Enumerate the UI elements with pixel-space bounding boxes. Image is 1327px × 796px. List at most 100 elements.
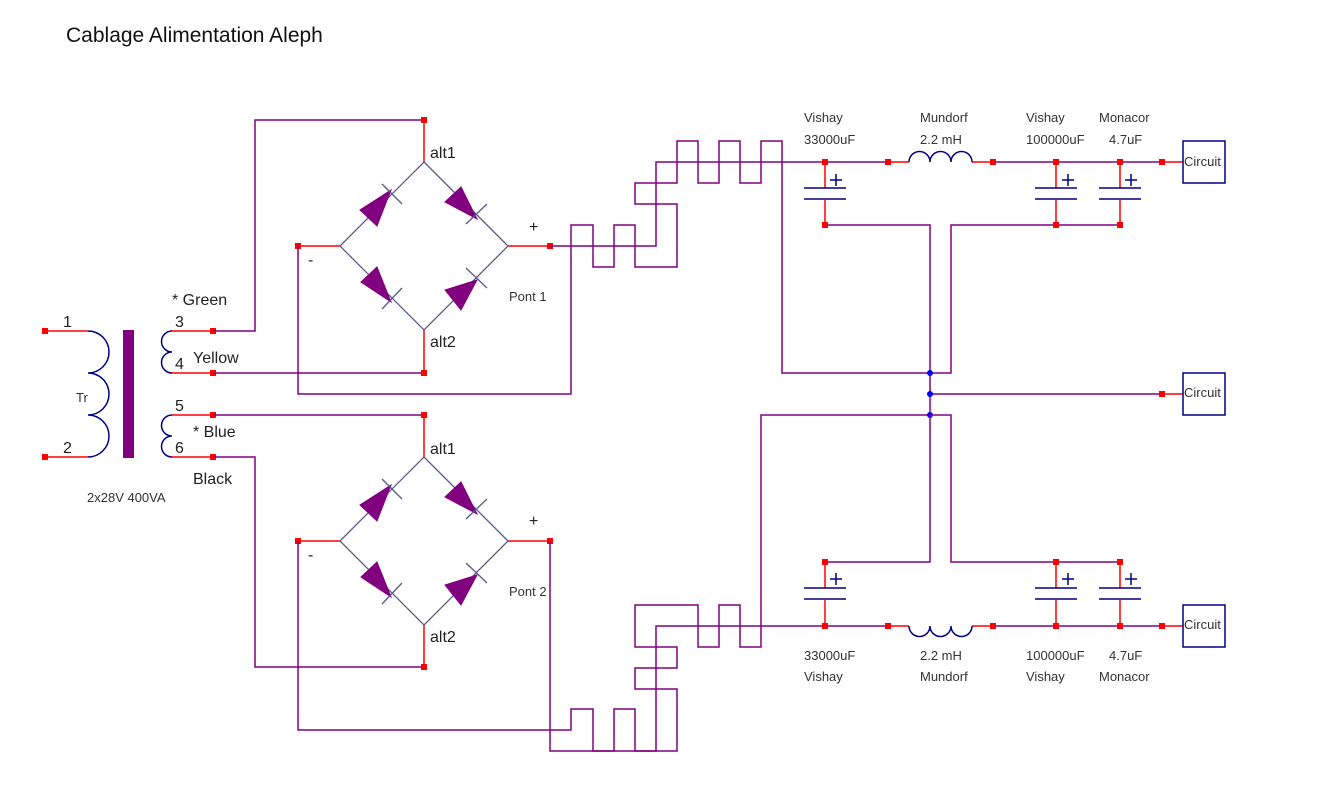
junction-dot: [927, 370, 933, 376]
bridge1-alt2-label: alt2: [430, 334, 456, 351]
cap2-value: 100000uF: [1026, 648, 1085, 663]
cap3-brand: Monacor: [1099, 110, 1150, 125]
wire-bridge1-minus-to-ground: [297, 140, 930, 395]
inductor-value: 2.2 mH: [920, 132, 962, 147]
ground-node: Circuit: [927, 370, 1226, 418]
pin-label-1: 1: [63, 314, 72, 331]
transformer-rating: 2x28V 400VA: [87, 490, 166, 505]
wire-color-green: * Green: [172, 292, 227, 309]
circuit-load-ground-label: Circuit: [1184, 385, 1221, 400]
pin[interactable]: [1117, 222, 1123, 228]
bridge-1: alt1 alt2 + - Pont 1: [295, 117, 553, 376]
page-title: Cablage Alimentation Aleph: [66, 24, 323, 47]
primary-coil-icon: [87, 330, 110, 458]
wire-color-blue: * Blue: [193, 424, 236, 441]
pin-2[interactable]: [42, 454, 48, 460]
cap1-value: 33000uF: [804, 648, 855, 663]
bridge2-alt1-pin[interactable]: [421, 412, 427, 418]
inductor-icon: [908, 625, 973, 638]
bridge2-alt2-pin[interactable]: [421, 664, 427, 670]
pin[interactable]: [990, 623, 996, 629]
capacitor-icon: [804, 162, 846, 225]
ac-wiring: [213, 119, 424, 668]
bridge1-alt1-label: alt1: [430, 145, 456, 162]
inductor-icon: [908, 150, 973, 163]
secondary-coil-2-icon: [160, 414, 173, 458]
twisted-pair-top: [297, 140, 930, 395]
pin-1[interactable]: [42, 328, 48, 334]
pin[interactable]: [822, 559, 828, 565]
cap1-brand: Vishay: [804, 669, 843, 684]
diode-icon: [360, 561, 403, 605]
pin[interactable]: [1159, 623, 1165, 629]
pin[interactable]: [1053, 222, 1059, 228]
capacitor-icon: [1035, 562, 1077, 626]
bridge1-outline: [339, 161, 509, 331]
pin[interactable]: [1117, 559, 1123, 565]
circuit-load-top-label: Circuit: [1184, 154, 1221, 169]
bridge-2: alt1 alt2 + - Pont 2: [295, 412, 553, 670]
bridge2-alt2-label: alt2: [430, 629, 456, 646]
circuit-load-ground[interactable]: [1182, 372, 1226, 416]
pin-label-3: 3: [175, 314, 184, 331]
capacitor-icon: [1099, 162, 1141, 225]
cap2-brand: Vishay: [1026, 110, 1065, 125]
diode-icon: [359, 478, 403, 522]
diode-icon: [444, 562, 488, 606]
rail-top: Circuit Vishay 33000uF Mundorf 2.2 mH Vi…: [804, 110, 1226, 374]
cap3-brand: Monacor: [1099, 669, 1150, 684]
pin[interactable]: [1117, 159, 1123, 165]
pin[interactable]: [990, 159, 996, 165]
capacitor-icon: [1099, 562, 1141, 626]
capacitor-icon: [804, 562, 846, 626]
pin-label-6: 6: [175, 440, 184, 457]
pin[interactable]: [885, 623, 891, 629]
pin[interactable]: [822, 222, 828, 228]
circuit-load-bottom[interactable]: [1182, 604, 1226, 648]
bridge2-name: Pont 2: [509, 584, 547, 599]
inductor-brand: Mundorf: [920, 669, 968, 684]
circuit-load-top[interactable]: [1182, 140, 1226, 184]
bridge1-alt2-pin[interactable]: [421, 370, 427, 376]
junction-dot: [927, 391, 933, 397]
inductor-brand: Mundorf: [920, 110, 968, 125]
wire-green-to-bridge1-alt1: [213, 119, 424, 332]
pin[interactable]: [1053, 559, 1059, 565]
pin[interactable]: [1117, 623, 1123, 629]
bridge2-minus-label: -: [308, 547, 313, 564]
bridge1-name: Pont 1: [509, 289, 547, 304]
transformer-name: Tr: [76, 390, 88, 405]
capacitor-icon: [1035, 162, 1077, 225]
pin[interactable]: [1053, 623, 1059, 629]
cap1-brand: Vishay: [804, 110, 843, 125]
circuit-load-bottom-label: Circuit: [1184, 617, 1221, 632]
pin-label-5: 5: [175, 398, 184, 415]
pin[interactable]: [1159, 391, 1165, 397]
diode-icon: [444, 186, 488, 225]
pin[interactable]: [885, 159, 891, 165]
cap2-brand: Vishay: [1026, 669, 1065, 684]
wire-bridge2-plus-to-ground: [549, 414, 930, 752]
pin[interactable]: [1159, 159, 1165, 165]
bridge1-alt1-pin[interactable]: [421, 117, 427, 123]
bridge2-plus-label: +: [529, 513, 538, 530]
cap3-value: 4.7uF: [1109, 648, 1142, 663]
bridge2-alt1-label: alt1: [430, 441, 456, 458]
pin[interactable]: [822, 623, 828, 629]
pin-label-2: 2: [63, 440, 72, 457]
pin-label-4: 4: [175, 356, 184, 373]
rail-bottom: Circuit 33000uF Vishay 2.2 mH Mundorf 10…: [804, 414, 1226, 684]
pin[interactable]: [822, 159, 828, 165]
inductor-value: 2.2 mH: [920, 648, 962, 663]
transformer-core: [123, 330, 134, 458]
wire-color-black: Black: [193, 471, 233, 488]
pin[interactable]: [1053, 159, 1059, 165]
wire-bridge2-minus-to-rail: [297, 541, 825, 752]
cap1-value: 33000uF: [804, 132, 855, 147]
bridge1-plus-label: +: [529, 219, 538, 236]
transformer: 1 2 3 4 5 6 Tr 2x28V 400VA * Green Yello…: [42, 292, 239, 505]
wire-black-to-bridge2-alt2: [213, 456, 424, 668]
bridge2-outline: [339, 456, 509, 626]
cap2-value: 100000uF: [1026, 132, 1085, 147]
